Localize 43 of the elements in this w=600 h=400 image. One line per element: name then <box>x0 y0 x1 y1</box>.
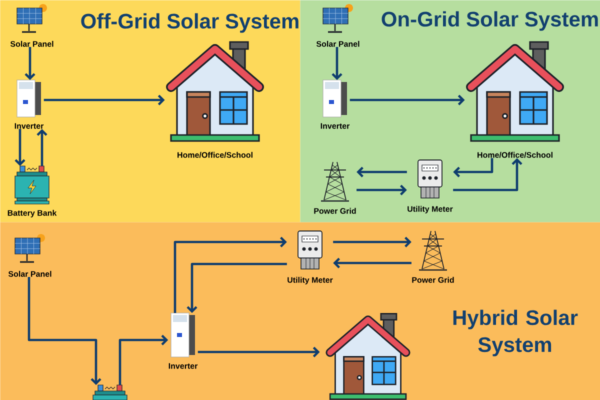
inverter: Inverter <box>14 80 44 129</box>
utility-meter: Utility Meter <box>288 230 333 284</box>
utility-meter: Utility Meter <box>408 160 453 214</box>
arrow <box>14 128 26 166</box>
arrow <box>350 94 465 106</box>
solar-panel: Solar Panel <box>8 234 52 277</box>
arrow <box>356 184 407 196</box>
arrow <box>118 334 168 385</box>
node-label: Utility Meter <box>288 276 333 284</box>
arrow <box>36 128 48 166</box>
arrow <box>24 46 36 80</box>
power-tower: Power Grid <box>412 230 454 283</box>
node-label: Solar Panel <box>10 40 54 47</box>
battery: Battery Bank <box>8 166 57 218</box>
node-label: Inverter <box>14 123 44 129</box>
house <box>326 313 410 400</box>
node-label: Inverter <box>320 123 350 129</box>
solar-panel: Solar Panel <box>316 4 360 47</box>
arrow <box>333 258 412 268</box>
arrow <box>28 276 102 385</box>
node-label: Solar Panel <box>316 40 360 47</box>
inverter: Inverter <box>168 312 198 369</box>
battery <box>92 384 128 400</box>
solar-panel: Solar Panel <box>10 4 54 47</box>
arrow <box>332 46 342 80</box>
arrow <box>186 262 287 313</box>
node-label: Home/Office/School <box>478 152 552 158</box>
arrow <box>333 236 412 248</box>
house: Home/Office/School <box>466 41 564 158</box>
node-label: Utility Meter <box>408 206 453 214</box>
house: Home/Office/School <box>166 41 264 158</box>
node-label: Inverter <box>168 363 198 369</box>
arrow <box>453 158 522 192</box>
inverter: Inverter <box>320 80 350 129</box>
node-label: Home/Office/School <box>178 152 252 158</box>
arrow <box>453 158 494 178</box>
node-label: Battery Bank <box>8 210 57 218</box>
arrow <box>198 346 320 358</box>
node-label: Solar Panel <box>8 270 52 277</box>
arrow <box>174 236 287 313</box>
power-tower: Power Grid <box>314 162 356 214</box>
arrow <box>356 166 407 178</box>
arrow <box>44 94 165 106</box>
